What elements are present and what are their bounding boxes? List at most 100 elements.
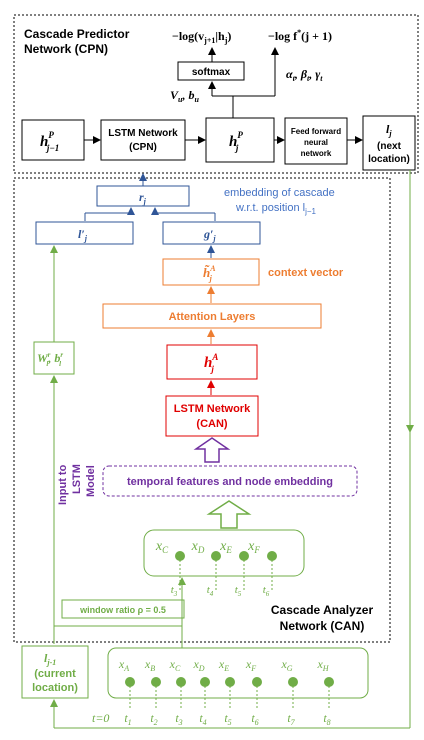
node-dot: [252, 677, 262, 687]
alpha-beta-gamma-label: αt, βt, γt: [286, 67, 323, 83]
node-label-b: xB: [144, 657, 155, 673]
current-location-box: [21, 645, 89, 699]
window-node-label-c: xC: [155, 539, 169, 555]
h-cur-box: [205, 117, 275, 163]
cpn-lstm-line2: (CPN): [129, 142, 157, 153]
prob-loss-equation: −log(vj+1|hj): [172, 29, 231, 45]
t0-label: t=0: [92, 711, 109, 725]
window-nodes-box: [143, 529, 305, 577]
cpn-title-line2: Network (CPN): [24, 42, 108, 56]
window-time-label: t5: [235, 584, 242, 598]
node-dot: [151, 677, 161, 687]
time-label-t5: t5: [224, 711, 231, 727]
window-node-dot: [239, 551, 249, 561]
time-label-t4: t4: [199, 711, 206, 727]
can-footer-line1: Cascade Analyzer: [271, 603, 374, 617]
window-ratio-box: [61, 599, 185, 619]
ff-line2: neural: [304, 138, 328, 147]
embedding-note-line1: embedding of cascade: [224, 187, 335, 199]
node-dot: [324, 677, 334, 687]
time-label-t7: t7: [287, 711, 295, 727]
can-lstm-box: [165, 395, 259, 437]
hA-box: [166, 344, 258, 380]
current-location-lj: lj-1: [44, 651, 56, 667]
h-prev-box: [21, 119, 85, 161]
window-node-dot: [175, 551, 185, 561]
all-nodes: xA t1 xB t2 xC t3 xD t4 xE t5 xF t6 xG t7 xH t8: [118, 657, 334, 727]
node-dot: [125, 677, 135, 687]
attention-layers-label: Attention Layers: [169, 311, 256, 323]
l-prime-label: l′j: [78, 227, 88, 243]
cpn-region: [13, 14, 419, 174]
window-time-label: t4: [207, 584, 214, 598]
all-nodes-box: [107, 647, 369, 699]
next-location-box: [362, 115, 416, 171]
next-location-line2: location): [368, 154, 410, 165]
ff-line3: network: [301, 149, 332, 158]
input-label-2: LSTM: [71, 464, 83, 494]
input-label-3: Model: [85, 465, 97, 497]
node-dot: [200, 677, 210, 687]
window-node-label-f: xF: [247, 539, 260, 555]
g-prime-box: [162, 221, 261, 245]
attention-layers-box: [102, 303, 322, 329]
l-prime-box: [35, 221, 134, 245]
can-lstm-line1: LSTM Network: [174, 403, 251, 415]
time-loss-equation: −log f*(j + 1): [268, 28, 332, 43]
feed-forward-box: [284, 117, 348, 165]
next-location-lj: lj: [386, 122, 392, 138]
node-label-d: xD: [192, 657, 204, 673]
node-dot: [176, 677, 186, 687]
cpn-lstm-line1: LSTM Network: [108, 128, 178, 139]
node-label-c: xC: [169, 657, 181, 673]
current-location-line3: location): [32, 682, 78, 694]
softmax-label: softmax: [192, 67, 231, 78]
temporal-features-box: [102, 465, 358, 497]
ff-line1: Feed forward: [291, 127, 341, 136]
time-label-t3: t3: [175, 711, 182, 727]
window-time-label: t3: [171, 584, 178, 598]
time-label-t2: t2: [150, 711, 157, 727]
window-node-dot: [211, 551, 221, 561]
time-label-t1: t1: [124, 711, 131, 727]
time-label-t8: t8: [323, 711, 330, 727]
purple-hollow-arrow: [193, 437, 231, 463]
embedding-note-line2: w.r.t. position lj−1: [235, 202, 317, 216]
node-label-e: xE: [218, 657, 229, 673]
r-label: rj: [139, 190, 147, 206]
softmax-box: [177, 61, 245, 81]
current-location-line2: (current: [34, 668, 76, 680]
temporal-features-label: temporal features and node embedding: [127, 476, 333, 488]
node-label-f: xF: [245, 657, 256, 673]
can-lstm-line2: (CAN): [196, 418, 227, 430]
window-node-label-e: xE: [219, 539, 232, 555]
vu-bu-label: Vu, bu: [170, 88, 199, 104]
g-prime-label: g′j: [203, 227, 216, 243]
node-label-g: xG: [280, 657, 292, 673]
node-label-a: xA: [118, 657, 129, 673]
window-ratio-label: window ratio ρ = 0.5: [79, 605, 166, 615]
node-dot: [225, 677, 235, 687]
cpn-title-line1: Cascade Predictor: [24, 27, 130, 41]
cpn-lstm-box: [100, 119, 186, 161]
window-node-dot: [267, 551, 277, 561]
node-label-h: xH: [316, 657, 329, 673]
context-vector-label: context vector: [268, 267, 344, 279]
can-footer-line2: Network (CAN): [280, 619, 365, 633]
time-label-t6: t6: [251, 711, 258, 727]
window-time-label: t6: [263, 584, 270, 598]
window-node-label-d: xD: [191, 539, 205, 555]
window-nodes: xC t3 xD t4 xE t5 xF t6: [155, 539, 277, 598]
next-location-line1: (next: [377, 141, 402, 152]
node-dot: [288, 677, 298, 687]
can-region: [13, 177, 391, 643]
green-hollow-arrow: [206, 500, 252, 529]
w-b-box: [33, 341, 75, 375]
